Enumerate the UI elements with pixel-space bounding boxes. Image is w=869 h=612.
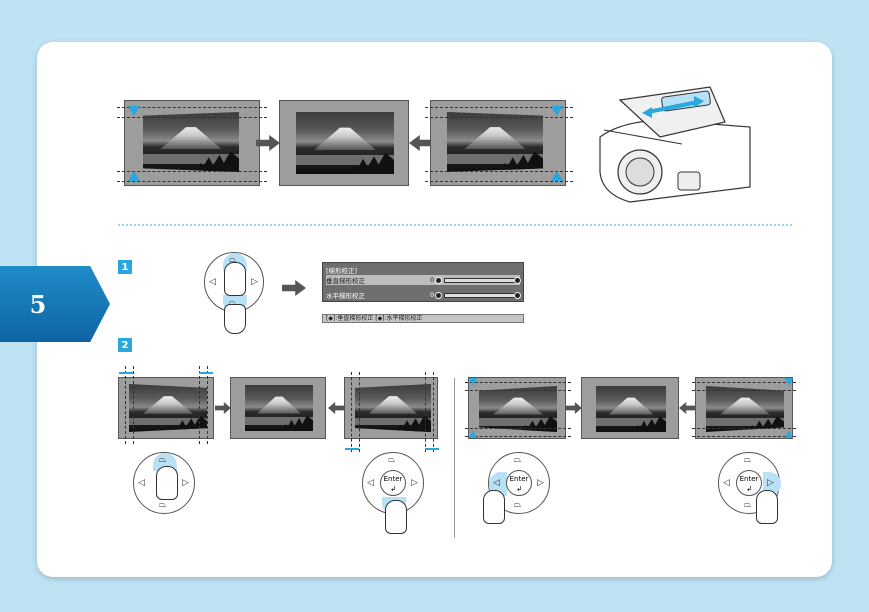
- keystone-down-button[interactable]: ⏢: [744, 500, 752, 510]
- keystone-screen-before-top: [117, 100, 267, 186]
- right-arrow-icon: [119, 368, 133, 378]
- increase-button[interactable]: [514, 276, 521, 284]
- down-arrow-icon: [128, 106, 140, 116]
- remote-pad-right-b[interactable]: ⏢ ⏢ ◁ ▷ Enter↲: [718, 452, 781, 514]
- volume-down-button[interactable]: ◁: [493, 478, 500, 488]
- vertical-keystone-slider[interactable]: [444, 277, 516, 283]
- volume-up-button[interactable]: ▷: [251, 277, 258, 287]
- osd-title: [梯形校正]: [326, 267, 358, 275]
- mountain-photo: [143, 112, 239, 172]
- finger-icon: [156, 466, 178, 500]
- keystone-screen-left-before: [118, 366, 214, 444]
- up-arrow-icon: [785, 430, 793, 438]
- osd-row-vertical[interactable]: 垂直梯形校正 0: [326, 275, 521, 285]
- mountain-photo: [296, 112, 394, 174]
- keystone-screen-right-before: [465, 377, 571, 439]
- keystone-screen-left-after: [344, 372, 439, 452]
- decrease-button[interactable]: [435, 276, 442, 284]
- up-arrow-icon: [551, 171, 563, 181]
- chapter-tab: 5: [0, 266, 110, 342]
- chapter-number: 5: [29, 289, 47, 319]
- right-arrow-icon: [345, 444, 359, 454]
- down-arrow-icon: [551, 106, 563, 116]
- projector-illustration: [599, 86, 751, 203]
- enter-button[interactable]: Enter↲: [736, 470, 762, 496]
- enter-button[interactable]: Enter↲: [506, 470, 532, 496]
- remote-pad-right-a[interactable]: ⏢ ⏢ ◁ ▷ Enter↲: [488, 452, 550, 514]
- keystone-up-button[interactable]: ⏢: [388, 455, 396, 465]
- keystone-osd-menu: [梯形校正] 垂直梯形校正 0 水平梯形校正 0: [322, 262, 524, 302]
- keystone-screen-before-top-right: [425, 100, 573, 186]
- finger-icon: [756, 490, 778, 524]
- keystone-down-button[interactable]: ⏢: [229, 298, 237, 308]
- mountain-photo: [447, 112, 543, 172]
- finger-icon: [224, 262, 246, 296]
- down-arrow-icon: [469, 378, 477, 386]
- remote-pad-left-a[interactable]: ⏢ ⏢ ◁ ▷: [133, 452, 195, 514]
- osd-row-horizontal[interactable]: 水平梯形校正 0: [326, 290, 521, 300]
- group-divider: [454, 378, 455, 538]
- section-divider: [118, 224, 792, 226]
- keystone-up-button[interactable]: ⏢: [514, 455, 522, 465]
- left-arrow-icon: [425, 444, 439, 454]
- volume-down-button[interactable]: ◁: [367, 478, 374, 488]
- keystone-screen-corrected-top: [279, 100, 409, 186]
- keystone-down-button[interactable]: ⏢: [514, 500, 522, 510]
- finger-icon: [224, 304, 246, 334]
- finger-icon: [385, 500, 407, 534]
- keystone-screen-right-after: [692, 377, 796, 439]
- step-2-badge: 2: [118, 338, 132, 352]
- osd-help-bar: [◆]:垂直梯形校正 [◆]:水平梯形校正: [322, 314, 524, 323]
- volume-up-button[interactable]: ▷: [411, 478, 418, 488]
- up-arrow-icon: [128, 171, 140, 181]
- step-1-badge: 1: [118, 260, 132, 274]
- volume-up-button[interactable]: ▷: [767, 478, 774, 488]
- keystone-down-button[interactable]: ⏢: [159, 500, 167, 510]
- increase-button[interactable]: [514, 291, 521, 299]
- finger-icon: [483, 490, 505, 524]
- volume-down-button[interactable]: ◁: [209, 277, 216, 287]
- volume-up-button[interactable]: ▷: [182, 478, 189, 488]
- enter-button[interactable]: Enter↲: [380, 470, 406, 496]
- keystone-up-button[interactable]: ⏢: [744, 455, 752, 465]
- keystone-screen-left-corrected: [230, 377, 326, 439]
- left-arrow-icon: [199, 368, 213, 378]
- decrease-button[interactable]: [435, 291, 442, 299]
- keystone-up-button[interactable]: ⏢: [229, 255, 237, 265]
- volume-up-button[interactable]: ▷: [537, 478, 544, 488]
- volume-down-button[interactable]: ◁: [138, 478, 145, 488]
- keystone-up-button[interactable]: ⏢: [159, 455, 167, 465]
- volume-down-button[interactable]: ◁: [723, 478, 730, 488]
- up-arrow-icon: [469, 430, 477, 438]
- keystone-screen-right-corrected: [581, 377, 679, 439]
- horizontal-keystone-slider[interactable]: [444, 292, 516, 298]
- down-arrow-icon: [785, 378, 793, 386]
